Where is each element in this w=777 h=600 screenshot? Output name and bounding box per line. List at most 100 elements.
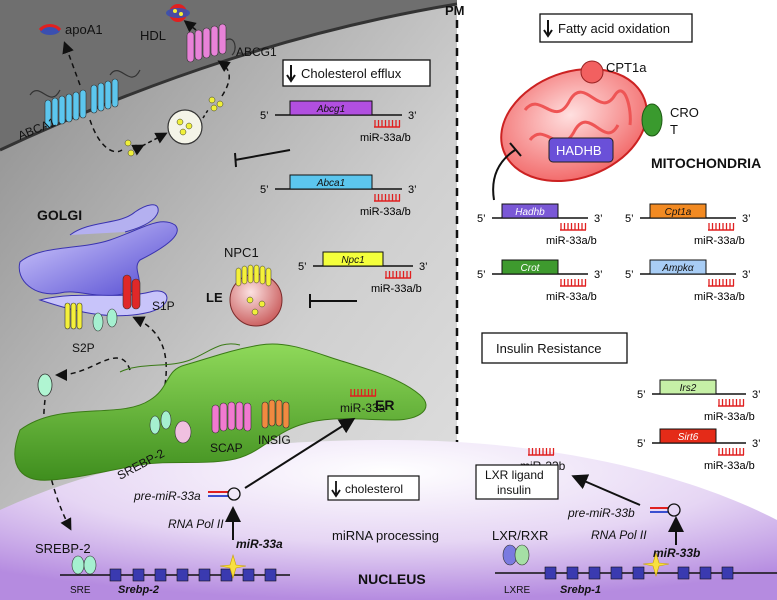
gene-construct-ampk: 5’ Ampkα 3’ miR-33a/b (625, 259, 751, 303)
mirna-label: miR-33a/b (694, 291, 745, 303)
mirna-binding-glyph (708, 279, 735, 287)
mirna-label: miR-33a/b (704, 411, 755, 423)
three-prime-label: 3’ (419, 261, 428, 273)
gene-box (501, 259, 559, 275)
insig-protein (261, 399, 290, 429)
apoa1-icon (38, 24, 62, 35)
five-prime-label: 5’ (625, 269, 634, 281)
five-prime-label: 5’ (637, 438, 646, 450)
mir33a-label: miR-33a (340, 401, 386, 415)
hadhb-label: HADHB (556, 143, 602, 158)
gene-box (289, 174, 373, 190)
mitochondria-label: MITOCHONDRIA (651, 155, 761, 171)
mirna-label: miR-33a/b (360, 132, 411, 144)
er-label: ER (375, 397, 394, 413)
hdl-label: HDL (140, 28, 166, 43)
mirna-binding-glyph (385, 271, 412, 279)
srebp2-golgi (92, 308, 118, 332)
gene-construct-abca1: 5’ Abca1 3’ miR-33a/b (260, 174, 417, 218)
lipid-vesicle (167, 109, 203, 145)
inhibition-bar-efflux (234, 152, 237, 168)
export-arrow-b (571, 474, 641, 506)
srebp1-exons (544, 566, 734, 580)
extracellular-space (0, 0, 457, 150)
five-prime-label: 5’ (625, 213, 634, 225)
s2p-protease (64, 302, 83, 330)
cholesterol-dots-right (208, 96, 224, 112)
srebp2-er (149, 410, 192, 444)
mir33a-glyph (350, 389, 377, 397)
le-label: LE (206, 290, 223, 305)
gene-name: Crot (521, 263, 541, 274)
hdl-icon (166, 4, 190, 22)
five-prime-label: 5’ (298, 261, 307, 273)
fatty-acid-oxidation-label: Fatty acid oxidation (558, 21, 670, 36)
mirna-processing-label: miRNA processing (332, 528, 439, 543)
five-prime-label: 5’ (477, 269, 486, 281)
three-prime-label: 3’ (594, 213, 603, 225)
three-prime-label: 3’ (408, 110, 417, 122)
mirna-binding-glyph (560, 279, 587, 287)
abcg1-transporter (186, 23, 236, 63)
inhibition-bar-fao (509, 142, 522, 157)
inhibition-line-efflux (234, 149, 291, 161)
transport-arrow-vesicle (131, 132, 168, 156)
sre-label: SRE (70, 585, 91, 596)
scap-label: SCAP (210, 441, 243, 455)
insulin-label: insulin (497, 483, 531, 497)
mirna-label: miR-33a/b (360, 206, 411, 218)
mirna-label: miR-33a/b (546, 291, 597, 303)
gene-name: Irs2 (680, 383, 697, 394)
pre-mir33a-label: pre-miR-33a (133, 489, 201, 503)
golgi-label: GOLGI (37, 207, 82, 223)
fatty-acid-oxidation-box: Fatty acid oxidation (539, 13, 693, 43)
lxr-ligand-box: LXR ligand insulin (475, 464, 559, 500)
insulin-resistance-box: Insulin Resistance (481, 332, 628, 364)
lxr-rxr-label: LXR/RXR (492, 528, 548, 543)
pre-mir33b-label: pre-miR-33b (567, 506, 635, 520)
rna-pol-ii-b-label: RNA Pol II (591, 528, 647, 542)
three-prime-label: 3’ (408, 184, 417, 196)
mir33a-locus-star-icon (219, 553, 247, 580)
five-prime-label: 5’ (260, 110, 269, 122)
rna-pol-ii-a-label: RNA Pol II (168, 517, 224, 531)
cpt1a-protein (580, 60, 604, 84)
mir33a-intron-label: miR-33a (236, 537, 283, 551)
gene-constructs: 5’ Abcg1 3’ miR-33a/b 5’ Abca1 3’ miR-33a/b 5’Np… (260, 100, 761, 472)
cholesterol-dots-vesicle (176, 118, 193, 136)
lxr-rxr-dimer (502, 544, 530, 566)
mirna-binding-glyph (708, 223, 735, 231)
gene-name: Sirt6 (678, 432, 699, 443)
mirna-binding-glyph (374, 194, 401, 202)
mirna-binding-glyph (718, 448, 745, 456)
three-prime-label: 3’ (752, 438, 761, 450)
srebp2-dimer (71, 555, 97, 575)
three-prime-label: 3’ (752, 389, 761, 401)
hadhb-box: HADHB (548, 137, 614, 163)
lxr-ligand-label: LXR ligand (485, 468, 544, 482)
three-prime-label: 3’ (742, 269, 751, 281)
mir33b-glyph (528, 448, 555, 456)
mirna-glyphs (350, 389, 555, 456)
cholesterol-box: cholesterol (327, 475, 420, 501)
er-to-golgi-arrow (132, 316, 167, 386)
crot-label-line1: CRO (670, 105, 699, 120)
three-prime-label: 3’ (594, 269, 603, 281)
five-prime-label: 5’ (260, 184, 269, 196)
srebp1-gene-label: Srebp-1 (560, 584, 601, 596)
gene-box (649, 203, 707, 219)
srebp2-released (37, 373, 53, 397)
srebp2-gene-label: Srebp-2 (118, 584, 159, 596)
gene-name: Ampkα (661, 263, 694, 274)
crot-protein (641, 103, 663, 137)
cholesterol-efflux-box: Cholesterol efflux (282, 59, 431, 87)
gene-name: Abcg1 (316, 104, 345, 115)
gene-name: Abca1 (316, 178, 345, 189)
cholesterol-efflux-label: Cholesterol efflux (301, 66, 402, 81)
